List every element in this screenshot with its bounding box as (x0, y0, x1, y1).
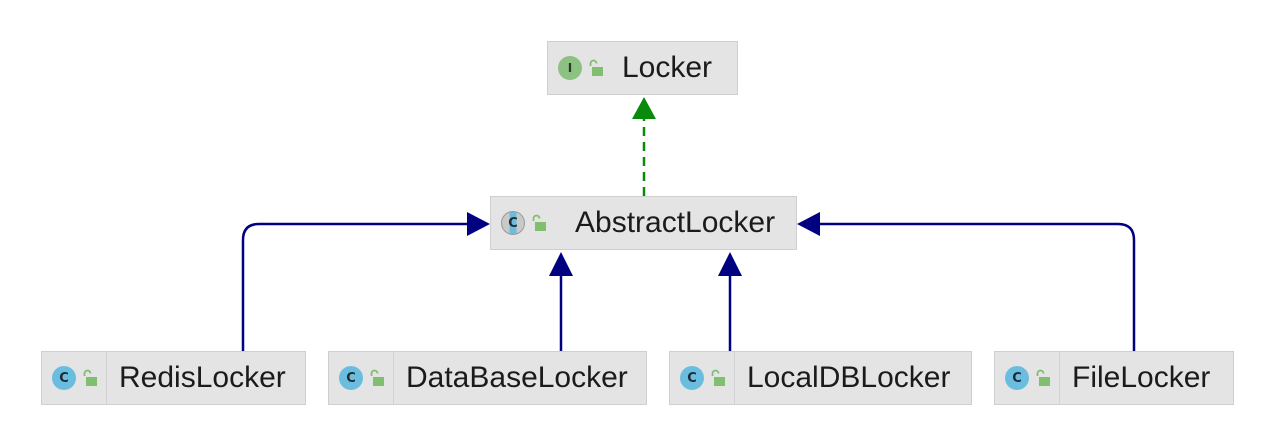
class-badge-icon: C (1005, 366, 1029, 390)
unlocked-padlock-icon (589, 59, 603, 76)
extends-arrowhead-localdblocker (718, 252, 742, 276)
node-redislocker[interactable]: C RedisLocker (41, 351, 306, 405)
extends-arrowhead-databaselocker (549, 252, 573, 276)
node-label: FileLocker (1072, 361, 1211, 394)
unlocked-padlock-icon (83, 369, 97, 386)
extends-arrowhead-right (797, 212, 820, 236)
unlocked-padlock-icon (1036, 369, 1050, 386)
node-icons: C (670, 352, 735, 404)
unlocked-padlock-icon (711, 369, 725, 386)
edge-redislocker-extends-abstractlocker (241, 222, 470, 351)
class-badge-icon: C (52, 366, 76, 390)
class-badge-icon: C (680, 366, 704, 390)
node-filelocker[interactable]: C FileLocker (994, 351, 1234, 405)
edge-filelocker-extends-abstractlocker (818, 222, 1136, 351)
node-label: RedisLocker (119, 361, 286, 394)
abstract-class-badge-icon: C (501, 211, 525, 235)
node-abstractlocker[interactable]: C AbstractLocker (490, 196, 797, 250)
node-label: LocalDBLocker (747, 361, 951, 394)
node-icons: I (548, 42, 612, 94)
node-label: AbstractLocker (575, 206, 776, 239)
node-label: DataBaseLocker (406, 361, 628, 394)
class-badge-icon: C (339, 366, 363, 390)
node-label: Locker (622, 51, 713, 84)
unlocked-padlock-icon (532, 214, 546, 231)
unlocked-padlock-icon (370, 369, 384, 386)
node-locker[interactable]: I Locker (547, 41, 738, 95)
node-databaselocker[interactable]: C DataBaseLocker (328, 351, 647, 405)
node-icons: C (491, 197, 555, 249)
interface-badge-icon: I (558, 56, 582, 80)
node-localdblocker[interactable]: C LocalDBLocker (669, 351, 972, 405)
node-icons: C (329, 352, 394, 404)
node-icons: C (42, 352, 107, 404)
implements-arrowhead (632, 97, 656, 119)
node-icons: C (995, 352, 1060, 404)
extends-arrowhead-left (467, 212, 490, 236)
